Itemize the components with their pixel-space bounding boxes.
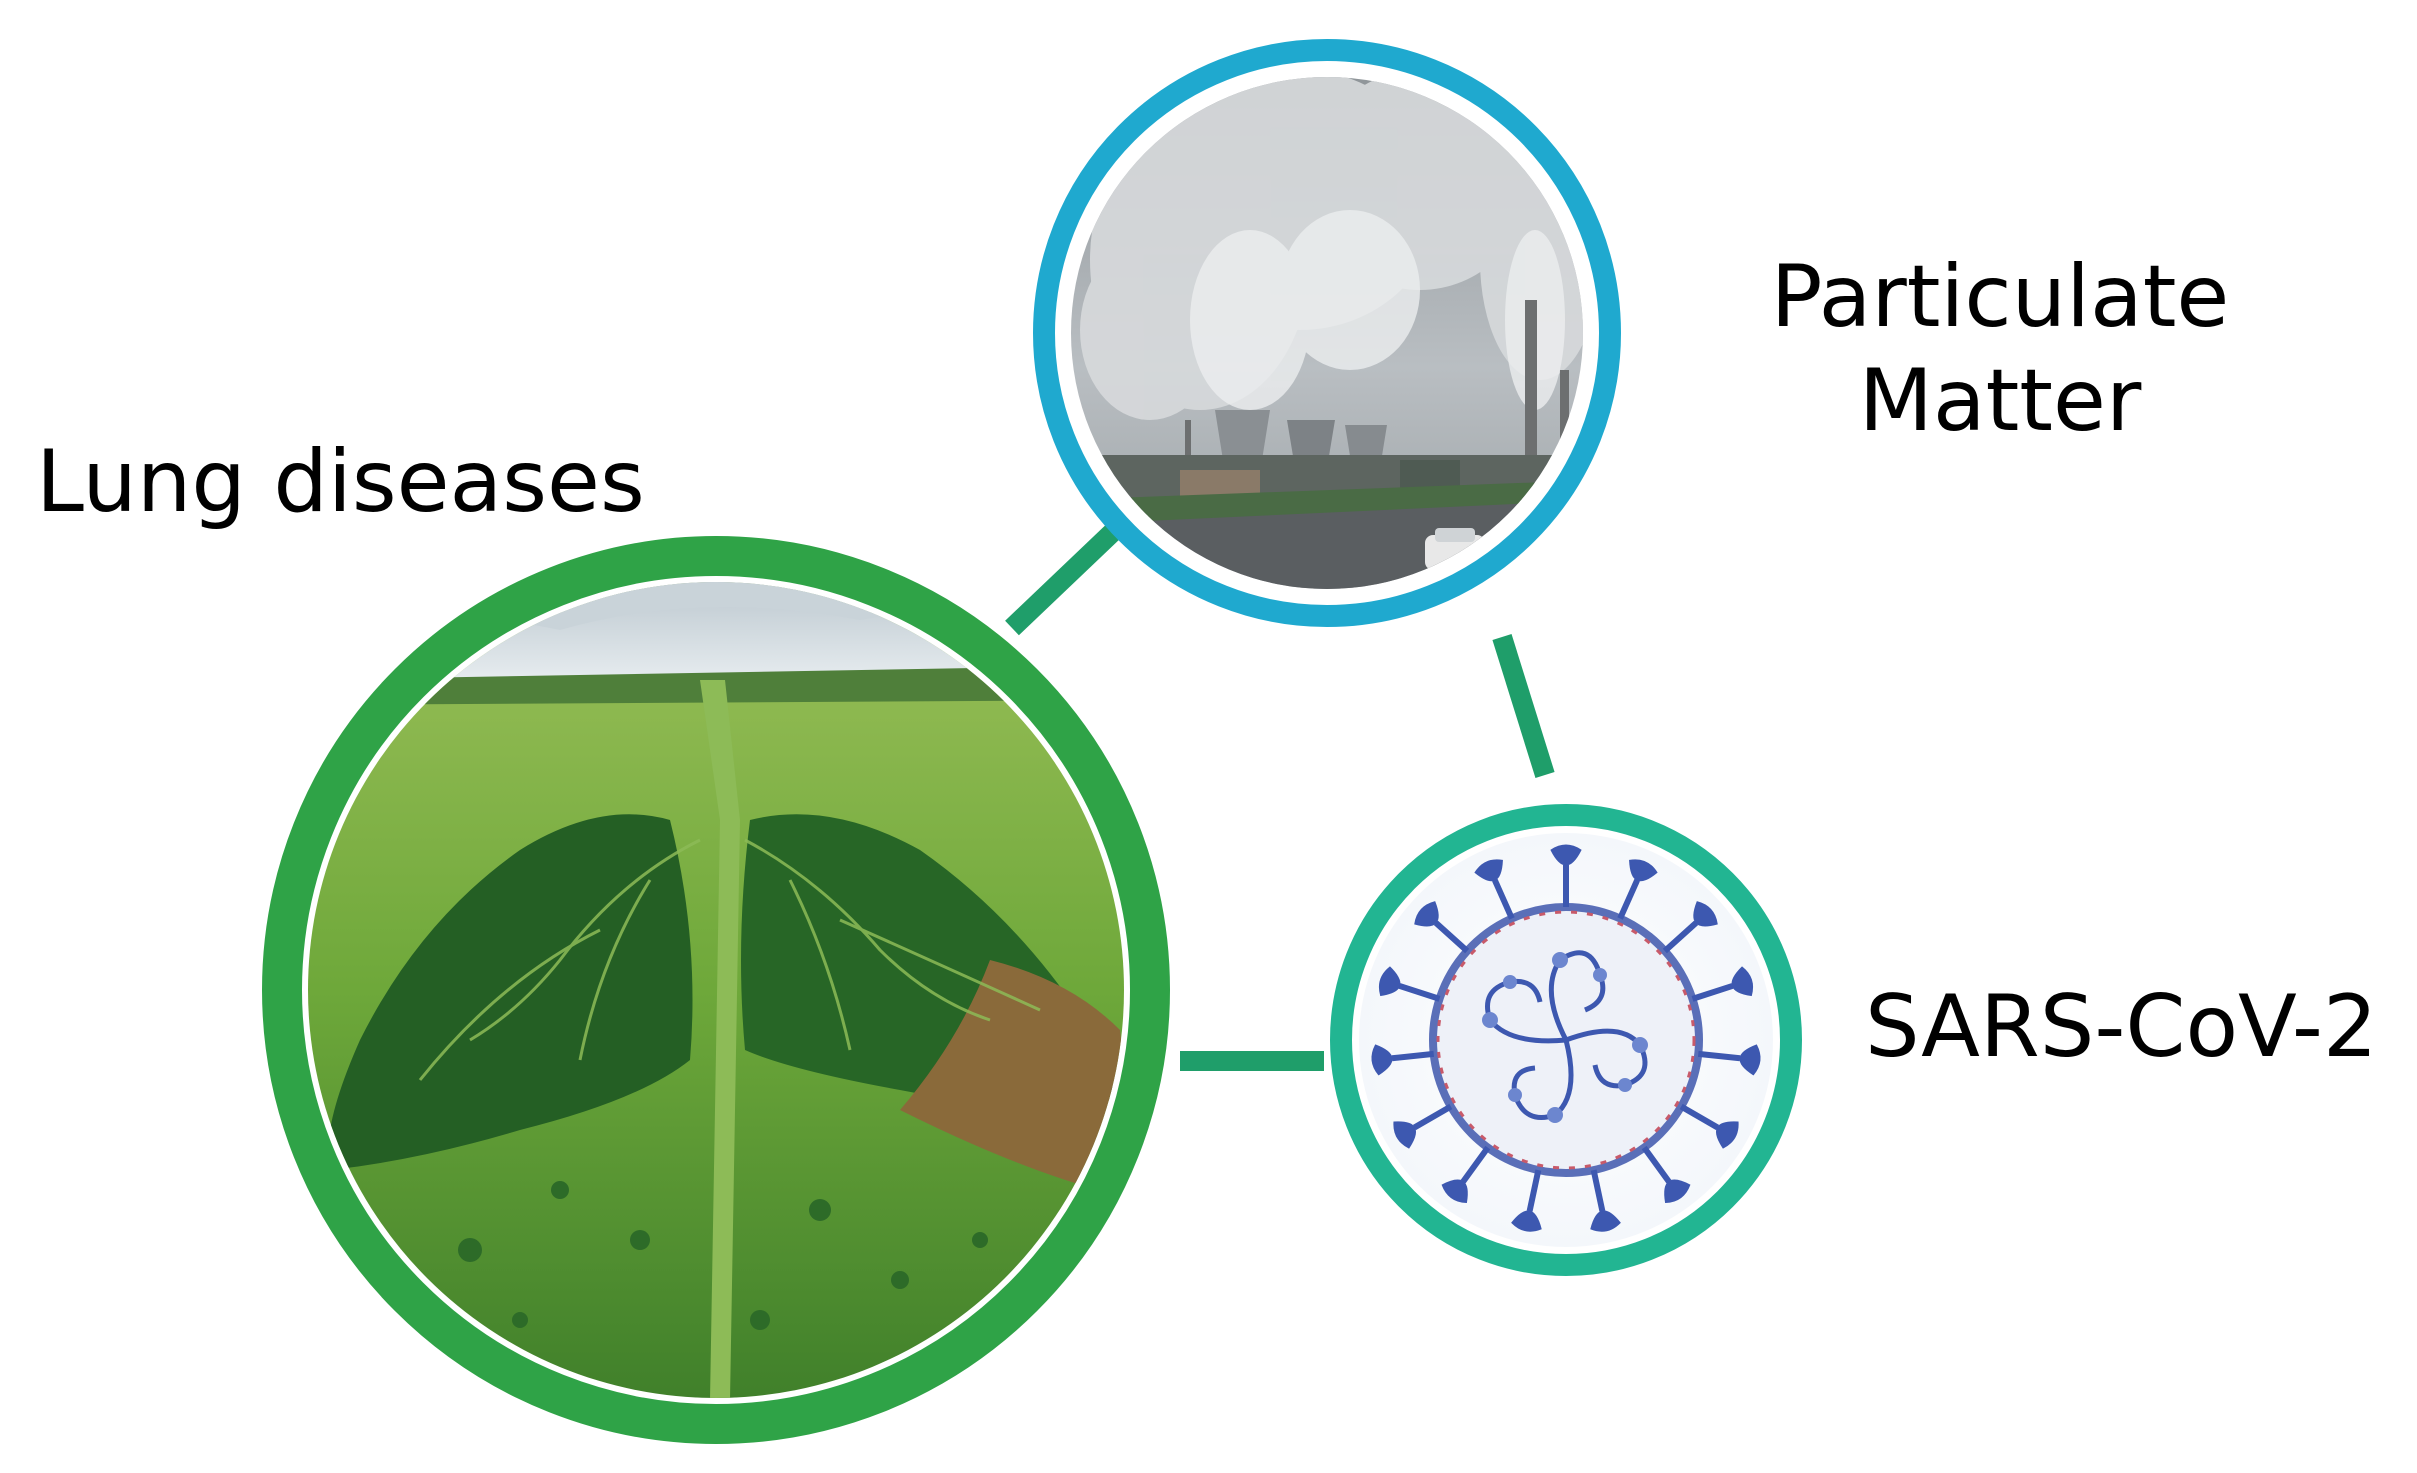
connector-particulate-sars	[1492, 634, 1555, 778]
particulate-matter-label-line2: Matter	[1858, 351, 2142, 451]
virus-illustration	[1371, 844, 1761, 1232]
lung-diseases-label: Lung diseases	[36, 432, 645, 532]
sars-cov-2-label: SARS-CoV-2	[1865, 977, 2378, 1077]
particulate-matter-label-line1: Particulate	[1770, 247, 2230, 347]
lung-diseases-node	[262, 536, 1170, 1444]
connectors	[1005, 519, 1555, 1071]
particulate-matter-node	[1033, 39, 1621, 627]
sars-cov-2-node	[1330, 804, 1802, 1276]
particulate-matter-label: Particulate Matter	[1760, 245, 2240, 453]
power-plant-image	[1071, 77, 1583, 589]
connector-lung-particulate	[1005, 519, 1125, 636]
